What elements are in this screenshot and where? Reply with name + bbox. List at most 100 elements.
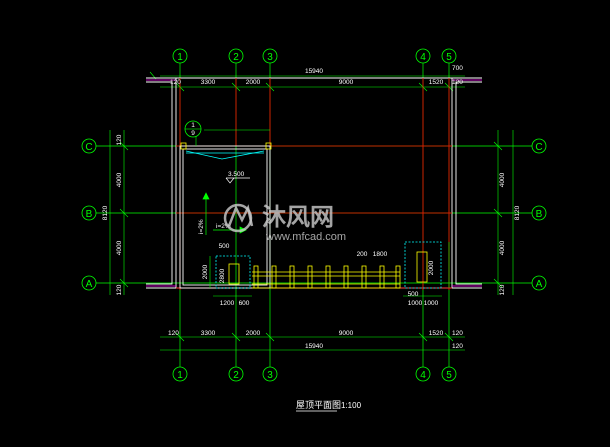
dim-bottom-4: 9000 — [339, 330, 354, 337]
detail-reference: 1 9 — [184, 120, 270, 146]
detail-sheet: 9 — [191, 130, 195, 137]
minor-dimension-lines — [209, 242, 450, 297]
axis-label-3-bottom: 3 — [267, 370, 273, 381]
roof-drains — [180, 142, 272, 150]
axis-bubble-a-left — [81, 275, 97, 291]
axis-bubble-1-top — [172, 48, 188, 64]
dim-top-total: 15940 — [305, 68, 323, 75]
axis-label-2-bottom: 2 — [233, 370, 239, 381]
dim-right-box-1: 1000 — [408, 300, 423, 307]
axis-label-a-right: A — [536, 279, 543, 290]
axis-bubble-3-top — [262, 48, 278, 64]
elevation-value: 3.500 — [228, 171, 245, 178]
slope-label-vertical: i=2% — [198, 219, 205, 234]
axis-bubble-5-bottom — [441, 366, 457, 382]
dim-right-small: 500 — [408, 291, 419, 298]
axis-label-5-top: 5 — [446, 52, 452, 63]
watermark-logo-icon — [223, 203, 254, 233]
drawing-title-text: 屋顶平面图 — [296, 400, 341, 411]
dim-bottom-3: 2000 — [246, 330, 261, 337]
axis-bubble-2-top — [228, 48, 244, 64]
axis-label-b-right: B — [536, 209, 543, 220]
dimension-text: 120 3300 2000 9000 1520 120 700 15940 12… — [102, 65, 521, 350]
axis-label-5-bottom: 5 — [446, 370, 452, 381]
axis-label-1-bottom: 1 — [177, 370, 183, 381]
gutter-lines — [185, 150, 265, 160]
top-axis-bubbles: 1 2 3 4 5 — [172, 48, 457, 64]
dim-top-5: 1520 — [429, 79, 444, 86]
roof-red-lines — [176, 78, 452, 290]
axis-label-3-top: 3 — [267, 52, 273, 63]
dim-right-2: 4000 — [499, 240, 506, 255]
parapet-edge — [146, 79, 482, 287]
drain-right — [265, 142, 272, 150]
drawing-title: 屋顶平面图 1:100 — [296, 400, 362, 412]
axis-bubble-5-top — [441, 48, 457, 64]
dim-right-box-2: 1000 — [424, 300, 439, 307]
axis-bubble-c-left — [81, 138, 97, 154]
dim-bottom-extra: 120 — [452, 343, 463, 350]
dim-top-1: 120 — [170, 79, 181, 86]
axis-bubble-4-top — [415, 48, 431, 64]
dim-grating-2: 1800 — [373, 251, 388, 258]
dim-box-500: 500 — [219, 243, 230, 250]
axis-bubble-a-right — [531, 275, 547, 291]
axis-label-2-top: 2 — [233, 52, 239, 63]
dim-stair-width: 1200 — [220, 300, 235, 307]
dim-bottom-5: 1520 — [429, 330, 444, 337]
dim-vert-right: 2000 — [428, 260, 435, 275]
drain-left — [180, 142, 187, 150]
axis-bubble-b-left — [81, 205, 97, 221]
axis-bubble-3-bottom — [262, 366, 278, 382]
axis-label-4-top: 4 — [420, 52, 426, 63]
axis-bubble-b-right — [531, 205, 547, 221]
dim-left-1: 120 — [116, 134, 123, 145]
dim-bottom-6: 120 — [452, 330, 463, 337]
dim-grating-1: 200 — [357, 251, 368, 258]
dim-left-3: 4000 — [116, 240, 123, 255]
stair-hole — [228, 251, 428, 285]
dim-right-total: 8120 — [514, 205, 521, 220]
watermark-url: www.mfcad.com — [265, 231, 346, 243]
dim-left-4: 120 — [116, 284, 123, 295]
dim-bottom-1: 120 — [168, 330, 179, 337]
dim-top-4: 9000 — [339, 79, 354, 86]
dim-stair-half: 600 — [239, 300, 250, 307]
axis-bubble-2-bottom — [228, 366, 244, 382]
parapet-outline — [146, 77, 482, 289]
dimension-lines — [109, 71, 514, 351]
dim-top-2: 3300 — [201, 79, 216, 86]
dim-left-2: 4000 — [116, 172, 123, 187]
dim-left-total: 8120 — [102, 205, 109, 220]
dim-top-extra: 700 — [452, 65, 463, 72]
stair-hatch-box — [215, 241, 442, 289]
bottom-axis-bubbles: 1 2 3 4 5 — [172, 366, 457, 382]
axis-label-b-left: B — [86, 209, 93, 220]
axis-label-1-top: 1 — [177, 52, 183, 63]
dim-vert-left: 2000 — [202, 264, 209, 279]
dim-right-1: 4000 — [499, 172, 506, 187]
dim-bottom-total: 15940 — [305, 343, 323, 350]
watermark-brand: 沐风网 — [262, 203, 334, 231]
axis-bubble-1-bottom — [172, 366, 188, 382]
axis-label-c-right: C — [535, 142, 542, 153]
slope-label-horizontal: i=2% — [216, 223, 231, 230]
elevation-marker: 3.500 — [225, 171, 250, 184]
dim-top-6: 120 — [452, 79, 463, 86]
right-axis-bubbles: C B A — [531, 138, 547, 291]
dim-top-3: 2000 — [246, 79, 261, 86]
dim-bottom-2: 3300 — [201, 330, 216, 337]
dim-right-3: 120 — [499, 284, 506, 295]
drawing-scale: 1:100 — [341, 401, 362, 410]
dim-vert-small: 2800 — [219, 268, 226, 283]
axis-label-4-bottom: 4 — [420, 370, 426, 381]
watermark: 沐风网 www.mfcad.com — [223, 203, 346, 243]
axis-bubble-c-right — [531, 138, 547, 154]
left-axis-bubbles: C B A — [81, 138, 97, 291]
axis-label-c-left: C — [85, 142, 92, 153]
grating-railing — [252, 265, 401, 289]
detail-number: 1 — [191, 122, 195, 129]
axis-label-a-left: A — [86, 279, 93, 290]
